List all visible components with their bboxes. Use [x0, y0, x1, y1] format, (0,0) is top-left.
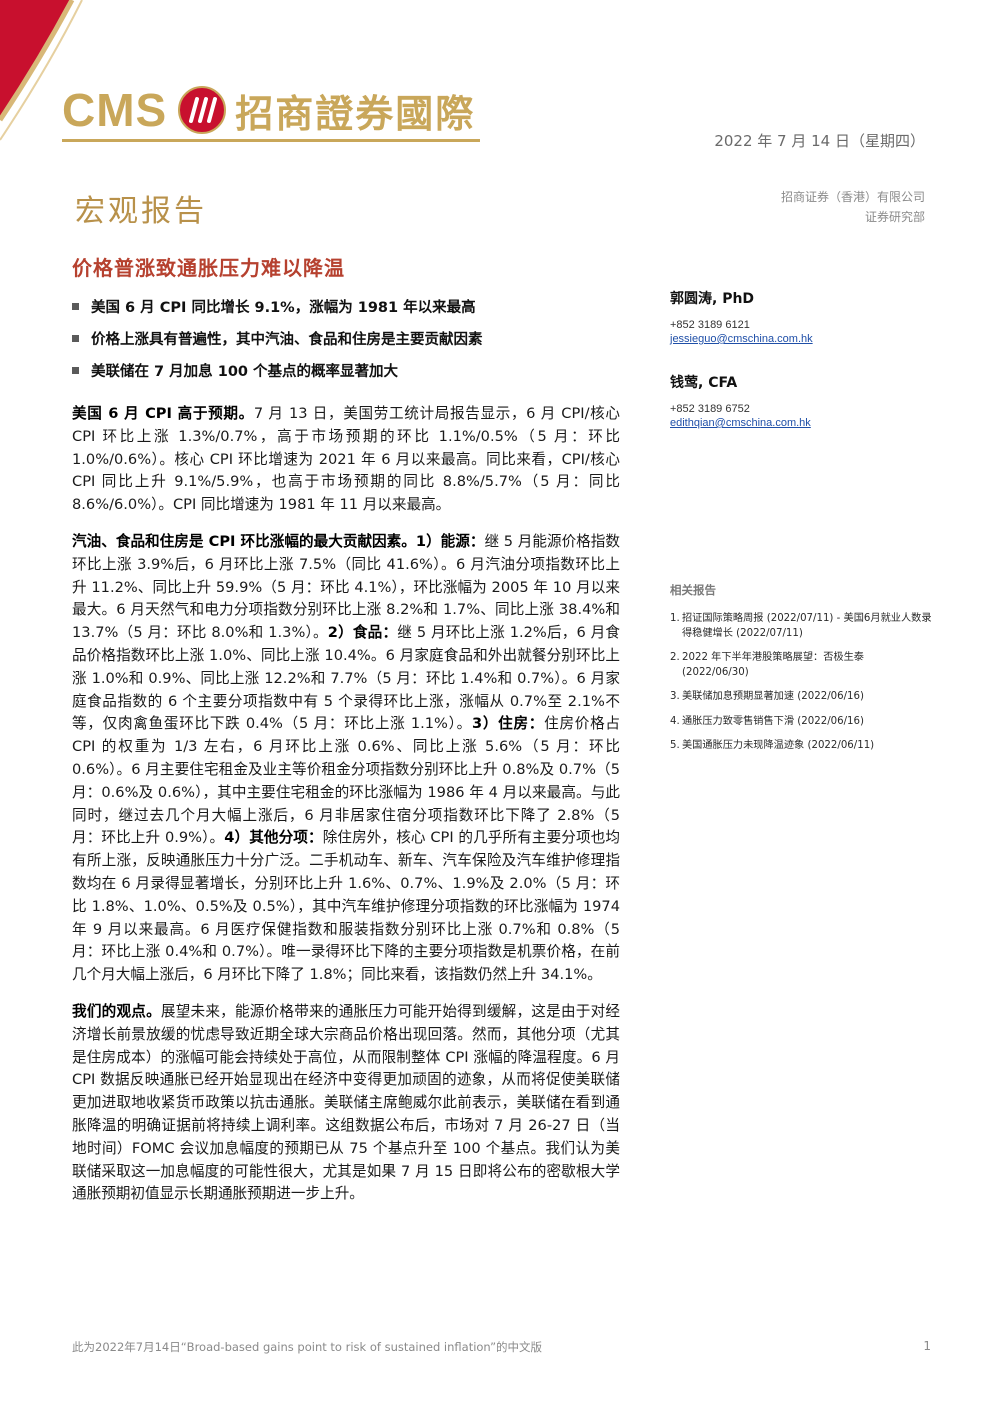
subsection-text-others: 除住房外，核心 CPI 的几乎所有主要分项也均有所上涨，反映通胀压力十分广泛。二…: [72, 829, 620, 984]
paragraph-lead: 汽油、食品和住房是 CPI 环比涨幅的最大贡献因素。: [72, 532, 416, 550]
department-name: 证券研究部: [864, 210, 925, 224]
item-number: 5.: [670, 740, 680, 751]
paragraph-lead: 美国 6 月 CPI 高于预期。: [72, 405, 254, 422]
bullet-square-icon: [72, 366, 79, 374]
logo-chinese: 招商證券國際: [235, 90, 476, 136]
key-point-text: 价格上涨具有普遍性，其中汽油、食品和住房是主要贡献因素: [91, 331, 483, 348]
subsection-text-energy: 继 5 月能源价格指数环比上涨 3.9%后，6 月环比上涨 7.5%（同比 41…: [72, 532, 620, 642]
key-point: 美国 6 月 CPI 同比增长 9.1%，涨幅为 1981 年以来最高: [72, 290, 632, 322]
report-body: 美国 6 月 CPI 高于预期。7 月 13 日，美国劳工统计局报告显示，6 月…: [72, 403, 620, 1220]
item-text: 招证国际策略周报 (2022/07/11) - 美国6月就业人数录得稳健增长 (…: [682, 613, 932, 639]
related-report-item[interactable]: 3.美联储加息预期显著加速 (2022/06/16): [670, 690, 932, 705]
report-title: 价格普涨致通胀压力难以降温: [72, 256, 345, 280]
analyst-card: 钱莺, CFA +852 3189 6752 edithqian@cmschin…: [670, 372, 930, 430]
key-points: 美国 6 月 CPI 同比增长 9.1%，涨幅为 1981 年以来最高 价格上涨…: [72, 290, 632, 386]
paragraph-text: 7 月 13 日，美国劳工统计局报告显示，6 月 CPI/核心 CPI 环比上涨…: [72, 405, 620, 514]
related-report-item[interactable]: 2.2022 年下半年港股策略展望：否极生泰 (2022/06/30): [670, 651, 932, 680]
item-number: 4.: [670, 715, 680, 727]
analyst-name: 郭圆涛, PhD: [670, 291, 755, 307]
paragraph-lead: 我们的观点。: [72, 1002, 161, 1020]
key-point-text: 美联储在 7 月加息 100 个基点的概率显著加大: [91, 363, 399, 380]
analyst-name: 钱莺, CFA: [670, 375, 738, 391]
paragraph-contributors: 汽油、食品和住房是 CPI 环比涨幅的最大贡献因素。1）能源：继 5 月能源价格…: [72, 531, 620, 987]
related-reports-title: 相关报告: [670, 583, 716, 597]
bullet-square-icon: [72, 302, 79, 310]
analyst-phone: +852 3189 6121: [670, 319, 750, 331]
analyst-panel: 郭圆涛, PhD +852 3189 6121 jessieguo@cmschi…: [670, 288, 930, 456]
analyst-email-link[interactable]: edithqian@cmschina.com.hk: [670, 417, 811, 429]
footer-note: 此为2022年7月14日“Broad-based gains point to …: [72, 1340, 543, 1354]
item-number: 2.: [670, 652, 680, 663]
analyst-phone: +852 3189 6752: [670, 403, 750, 415]
key-point-text: 美国 6 月 CPI 同比增长 9.1%，涨幅为 1981 年以来最高: [91, 299, 476, 316]
report-date: 2022 年 7 月 14 日（星期四）: [714, 132, 925, 150]
item-number: 1.: [670, 613, 680, 624]
paragraph-cpi-above-expectations: 美国 6 月 CPI 高于预期。7 月 13 日，美国劳工统计局报告显示，6 月…: [72, 403, 620, 517]
item-text: 通胀压力致零售销售下滑 (2022/06/16): [682, 715, 864, 727]
company-info: 招商证券（香港）有限公司 证券研究部: [781, 187, 925, 227]
related-reports: 相关报告 1.招证国际策略周报 (2022/07/11) - 美国6月就业人数录…: [670, 582, 932, 764]
related-report-item[interactable]: 5.美国通胀压力未现降温迹象 (2022/06/11): [670, 739, 932, 754]
related-report-item[interactable]: 1.招证国际策略周报 (2022/07/11) - 美国6月就业人数录得稳健增长…: [670, 612, 932, 641]
paragraph-our-view: 我们的观点。展望未来，能源价格带来的通胀压力可能开始得到缓解，这是由于对经济增长…: [72, 1001, 620, 1206]
key-point: 美联储在 7 月加息 100 个基点的概率显著加大: [72, 354, 632, 386]
related-report-item[interactable]: 4.通胀压力致零售销售下滑 (2022/06/16): [670, 715, 932, 730]
analyst-email-link[interactable]: jessieguo@cmschina.com.hk: [670, 333, 813, 345]
subsection-lead-food: 2）食品：: [327, 624, 398, 642]
key-point: 价格上涨具有普遍性，其中汽油、食品和住房是主要贡献因素: [72, 322, 632, 354]
company-name: 招商证券（香港）有限公司: [780, 190, 925, 204]
logo-badge-icon: [178, 86, 227, 134]
item-text: 美国通胀压力未现降温迹象 (2022/06/11): [682, 740, 875, 751]
logo-latin: CMS: [62, 84, 168, 136]
paragraph-text: 展望未来，能源价格带来的通胀压力可能开始得到缓解，这是由于对经济增长前景放缓的忧…: [72, 1002, 620, 1203]
subsection-lead-energy: 1）能源：: [415, 532, 485, 550]
bullet-square-icon: [72, 334, 79, 342]
report-type: 宏观报告: [75, 194, 207, 229]
subsection-text-housing: 住房价格占 CPI 的权重为 1/3 左右，6 月环比上涨 0.6%、同比上涨 …: [72, 715, 620, 847]
analyst-card: 郭圆涛, PhD +852 3189 6121 jessieguo@cmschi…: [670, 288, 930, 346]
subsection-text-food: 继 5 月环比上涨 1.2%后，6 月食品价格指数环比上涨 1.0%、同比上涨 …: [72, 624, 621, 733]
corner-ribbon: [0, 0, 83, 141]
subsection-lead-others: 4）其他分项：: [224, 829, 323, 847]
page-number: 1: [923, 1339, 931, 1353]
item-number: 3.: [670, 691, 680, 702]
item-text: 美联储加息预期显著加速 (2022/06/16): [682, 691, 864, 702]
subsection-lead-housing: 3）住房：: [471, 715, 545, 733]
logo-underline: [62, 139, 480, 142]
company-logo: CMS 招商證券國際: [62, 80, 475, 140]
item-text: 2022 年下半年港股策略展望：否极生泰 (2022/06/30): [682, 652, 864, 678]
